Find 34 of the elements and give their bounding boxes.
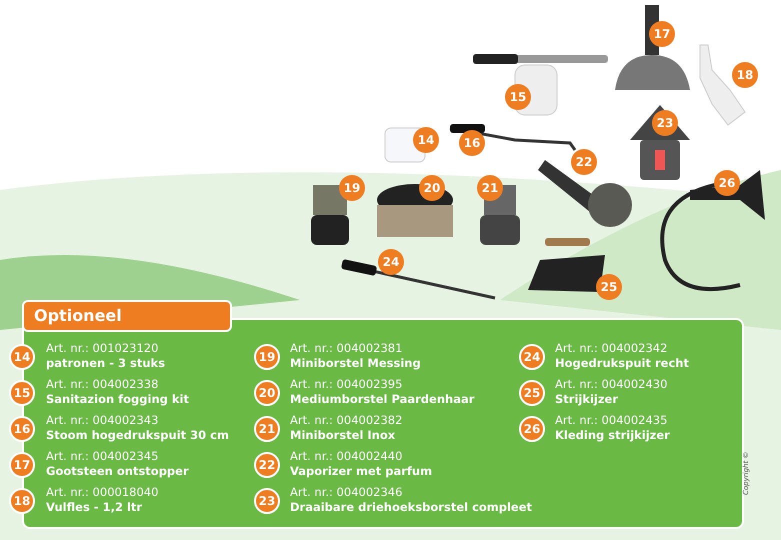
product-name: Vaporizer met parfum	[290, 464, 432, 478]
product-name: Vulfles - 1,2 ltr	[46, 500, 142, 514]
article-number: Art. nr.: 004002343	[46, 413, 158, 427]
product-name: Kleding strijkijzer	[555, 428, 670, 442]
article-number: Art. nr.: 004002430	[555, 377, 668, 391]
callout-number: 22	[571, 149, 597, 175]
article-number: Art. nr.: 000018040	[46, 485, 158, 499]
callout-number: 18	[732, 62, 758, 88]
product-name: Gootsteen ontstopper	[46, 464, 189, 478]
article-number: Art. nr.: 004002395	[290, 377, 402, 391]
article-number: Art. nr.: 004002382	[290, 413, 402, 427]
section-heading: Optioneel	[22, 300, 232, 332]
product-name: patronen - 3 stuks	[46, 356, 166, 370]
callout-number: 15	[505, 84, 531, 110]
article-number: Art. nr.: 001023120	[46, 341, 158, 355]
product-name: Strijkijzer	[555, 392, 618, 406]
article-number: Art. nr.: 004002381	[290, 341, 402, 355]
article-number: Art. nr.: 004002342	[555, 341, 668, 355]
article-number: Art. nr.: 004002435	[555, 413, 668, 427]
product-name: Miniborstel Inox	[290, 428, 396, 442]
product-name: Miniborstel Messing	[290, 356, 421, 370]
product-name: Draaibare driehoeksborstel compleet	[290, 500, 532, 514]
callout-number: 14	[413, 127, 439, 153]
article-number: Art. nr.: 004002338	[46, 377, 158, 391]
article-number: Art. nr.: 004002346	[290, 485, 402, 499]
article-number: Art. nr.: 004002440	[290, 449, 402, 463]
product-name: Mediumborstel Paardenhaar	[290, 392, 474, 406]
product-name: Hogedrukspuit recht	[555, 356, 689, 370]
callout-number: 16	[459, 130, 485, 156]
article-number: Art. nr.: 004002345	[46, 449, 158, 463]
product-name: Sanitazion fogging kit	[46, 392, 189, 406]
callout-number: 26	[714, 170, 740, 196]
product-name: Stoom hogedrukspuit 30 cm	[46, 428, 229, 442]
callout-number: 17	[649, 21, 675, 47]
